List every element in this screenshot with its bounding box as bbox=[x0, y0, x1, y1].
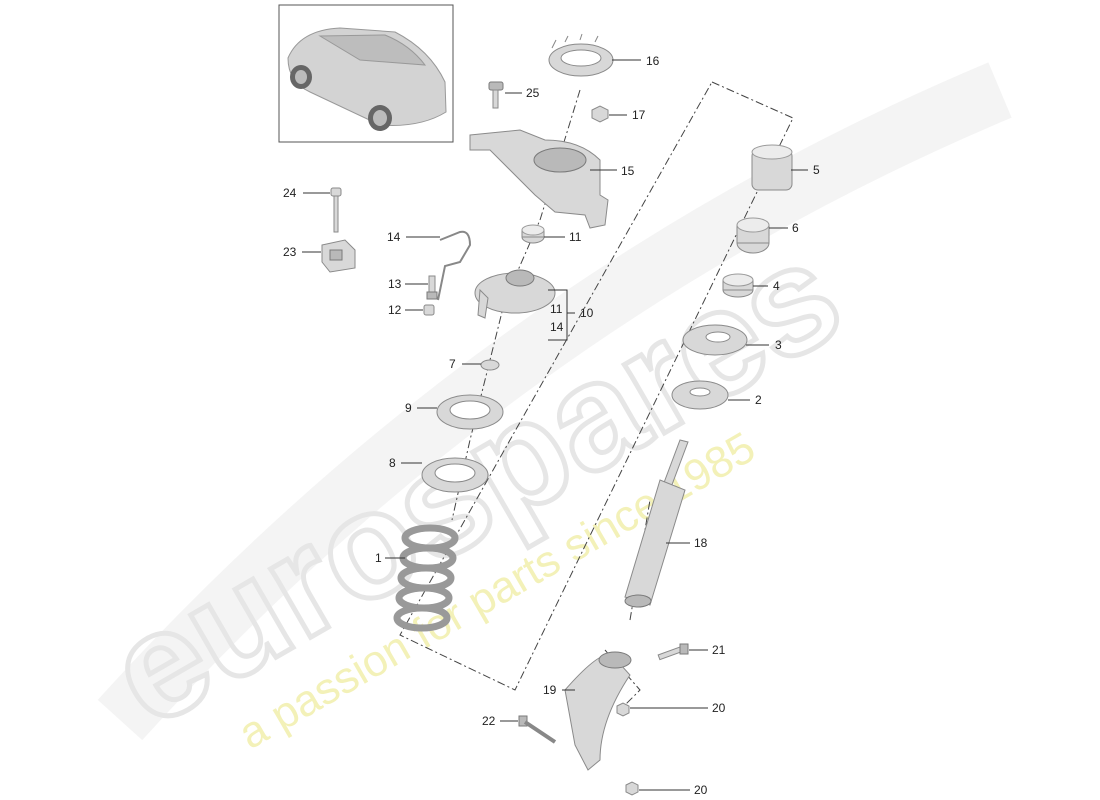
label-3[interactable]: 3 bbox=[775, 338, 782, 352]
label-12[interactable]: 12 bbox=[388, 303, 402, 317]
label-24[interactable]: 24 bbox=[283, 186, 297, 200]
label-5[interactable]: 5 bbox=[813, 163, 820, 177]
label-19[interactable]: 19 bbox=[543, 683, 557, 697]
label-14[interactable]: 14 bbox=[387, 230, 401, 244]
label-7[interactable]: 7 bbox=[449, 357, 456, 371]
label-2[interactable]: 2 bbox=[755, 393, 762, 407]
part-14-sensor-lead[interactable] bbox=[437, 230, 472, 301]
label-4[interactable]: 4 bbox=[773, 279, 780, 293]
leader-lines bbox=[302, 59, 808, 791]
label-14-group[interactable]: 14 bbox=[550, 320, 564, 334]
part-16-ring[interactable] bbox=[548, 33, 614, 77]
part-15-mount[interactable] bbox=[469, 129, 609, 229]
part-7-buffer[interactable] bbox=[480, 359, 500, 371]
label-20-lower[interactable]: 20 bbox=[694, 783, 708, 797]
label-15[interactable]: 15 bbox=[621, 164, 635, 178]
part-6-buffer[interactable] bbox=[736, 217, 770, 254]
label-9[interactable]: 9 bbox=[405, 401, 412, 415]
part-19-fork[interactable] bbox=[564, 651, 632, 771]
label-10[interactable]: 10 bbox=[580, 306, 594, 320]
label-1[interactable]: 1 bbox=[375, 551, 382, 565]
label-17[interactable]: 17 bbox=[632, 108, 646, 122]
label-20-upper[interactable]: 20 bbox=[712, 701, 726, 715]
part-18-shock-absorber[interactable] bbox=[624, 439, 689, 608]
label-11[interactable]: 11 bbox=[569, 230, 582, 244]
part-11-bushing[interactable] bbox=[521, 224, 545, 244]
label-23[interactable]: 23 bbox=[283, 245, 297, 259]
part-8-spring-pad[interactable] bbox=[421, 457, 489, 493]
label-11-group[interactable]: 11 bbox=[550, 302, 563, 316]
part-23-bracket[interactable] bbox=[321, 239, 356, 273]
part-5-bump-stop[interactable] bbox=[751, 144, 793, 191]
car-icon bbox=[287, 27, 447, 131]
label-16[interactable]: 16 bbox=[646, 54, 660, 68]
label-22[interactable]: 22 bbox=[482, 714, 496, 728]
label-25[interactable]: 25 bbox=[526, 86, 540, 100]
part-20-nut-lower[interactable] bbox=[625, 781, 639, 796]
part-12-clip[interactable] bbox=[423, 304, 435, 316]
part-13-sensor[interactable] bbox=[426, 275, 438, 300]
label-18[interactable]: 18 bbox=[694, 536, 708, 550]
part-3-seat[interactable] bbox=[682, 324, 748, 356]
part-22-bolt[interactable] bbox=[518, 715, 557, 744]
label-13[interactable]: 13 bbox=[388, 277, 402, 291]
label-21[interactable]: 21 bbox=[712, 643, 726, 657]
part-20-nut-upper[interactable] bbox=[616, 702, 630, 717]
part-4-bushing[interactable] bbox=[722, 273, 754, 298]
part-25-bolt[interactable] bbox=[488, 81, 504, 109]
part-labels: 16 25 17 15 24 23 14 11 13 12 11 14 10 7… bbox=[283, 54, 820, 797]
vehicle-thumbnail bbox=[278, 4, 454, 143]
label-6[interactable]: 6 bbox=[792, 221, 799, 235]
part-17-nut[interactable] bbox=[591, 105, 609, 123]
part-9-spring-seat[interactable] bbox=[436, 394, 504, 430]
part-21-bolt[interactable] bbox=[657, 643, 689, 661]
part-24-bolt[interactable] bbox=[330, 187, 342, 233]
part-2-washer[interactable] bbox=[671, 380, 729, 410]
part-10-upper-mount[interactable] bbox=[474, 269, 556, 319]
label-8[interactable]: 8 bbox=[389, 456, 396, 470]
